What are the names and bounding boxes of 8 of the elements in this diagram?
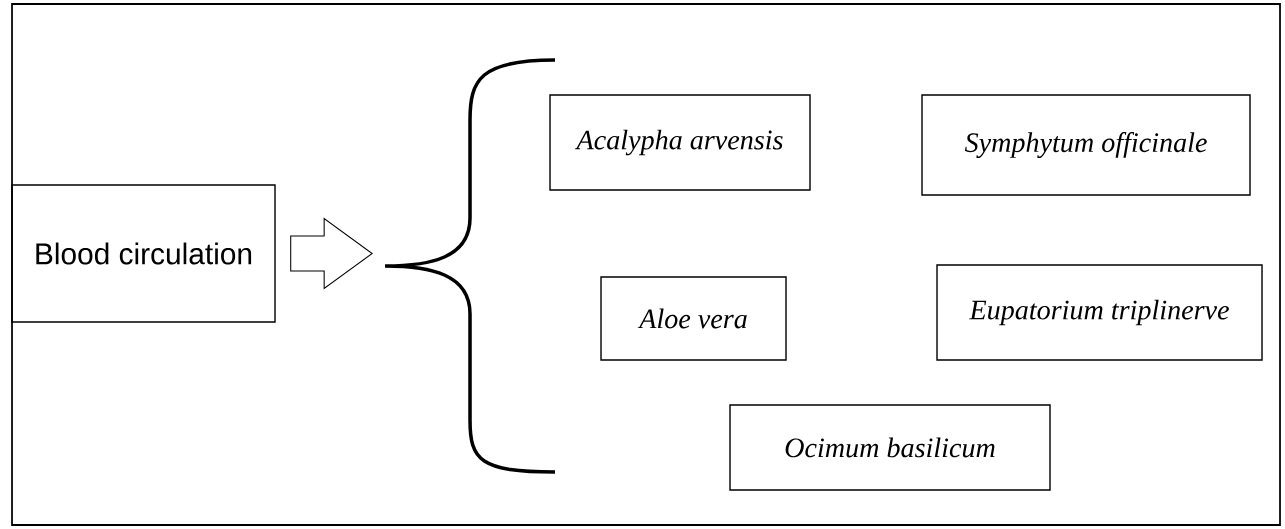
topic-box: Blood circulation — [11, 184, 276, 323]
plant-box: Symphytum officinale — [921, 94, 1251, 196]
curly-brace — [383, 58, 556, 474]
plant-box: Eupatorium triplinerve — [936, 264, 1263, 361]
plant-box: Aloe vera — [600, 276, 787, 361]
plant-box: Acalypha arvensis — [549, 94, 811, 191]
plant-box: Ocimum basilicum — [729, 404, 1051, 491]
block-arrow — [290, 217, 374, 290]
